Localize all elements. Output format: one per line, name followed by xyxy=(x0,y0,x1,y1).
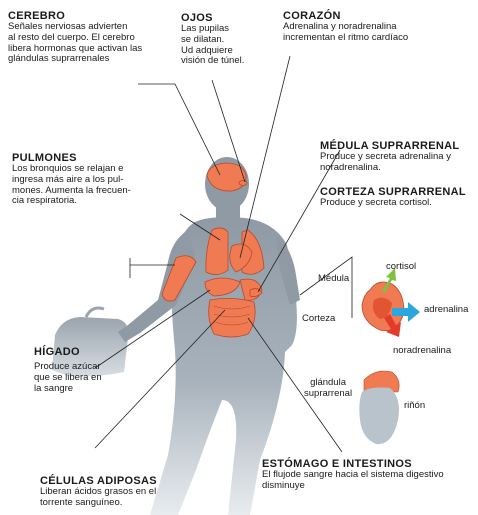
gland-label-adrenalina: adrenalina xyxy=(424,305,468,316)
label-pulmones: PULMONES Los bronquios se relajan e ingr… xyxy=(12,152,131,207)
gland-label-medula: Médula xyxy=(318,274,349,285)
ojos-text: Las pupilas se dilatan. Ud adquiere visi… xyxy=(181,24,244,67)
celulas-text: Liberan ácidos grasos en el torrente san… xyxy=(40,487,157,508)
gland-label-glandula: glándula suprarrenal xyxy=(304,378,352,399)
label-corteza: CORTEZA SUPRARRENAL Produce y secreta co… xyxy=(320,186,466,209)
label-celulas: CÉLULAS ADIPOSAS Liberan ácidos grasos e… xyxy=(40,475,157,509)
gland-label-cortisol: cortisol xyxy=(386,262,416,273)
higado-text: Produce azúcar que se libera en la sangr… xyxy=(34,362,102,394)
corteza-text: Produce y secreta cortisol. xyxy=(320,198,466,209)
intestines xyxy=(209,298,255,337)
label-estomago: ESTÓMAGO E INTESTINOS El flujode sangre … xyxy=(262,458,444,492)
label-cerebro: CEREBRO Señales nerviosas advierten al r… xyxy=(8,10,142,65)
label-ojos: OJOS Las pupilas se dilatan. Ud adquiere… xyxy=(181,12,244,67)
leader-gland xyxy=(300,257,352,318)
higado-title: HÍGADO xyxy=(34,346,102,358)
medula-text: Produce y secreta adrenalina y noradrena… xyxy=(320,152,459,173)
kidney xyxy=(359,388,399,445)
gland-label-corteza: Corteza xyxy=(302,314,335,325)
estomago-text: El flujode sangre hacia el sistema diges… xyxy=(262,470,444,491)
label-corazon: CORAZÓN Adrenalina y noradrenalina incre… xyxy=(283,10,408,44)
gland-label-rinon: riñón xyxy=(404,401,425,412)
cerebro-text: Señales nerviosas advierten al resto del… xyxy=(8,22,142,65)
corazon-text: Adrenalina y noradrenalina incrementan e… xyxy=(283,22,408,43)
eye xyxy=(239,181,247,186)
leader-cerebro xyxy=(138,84,220,175)
gland-label-noradrenalina: noradrenalina xyxy=(393,346,451,357)
label-higado: HÍGADO Produce azúcar que se libera en l… xyxy=(34,346,102,394)
pulmones-text: Los bronquios se relajan e ingresa más a… xyxy=(12,164,131,207)
label-medula: MÉDULA SUPRARRENAL Produce y secreta adr… xyxy=(320,140,459,174)
